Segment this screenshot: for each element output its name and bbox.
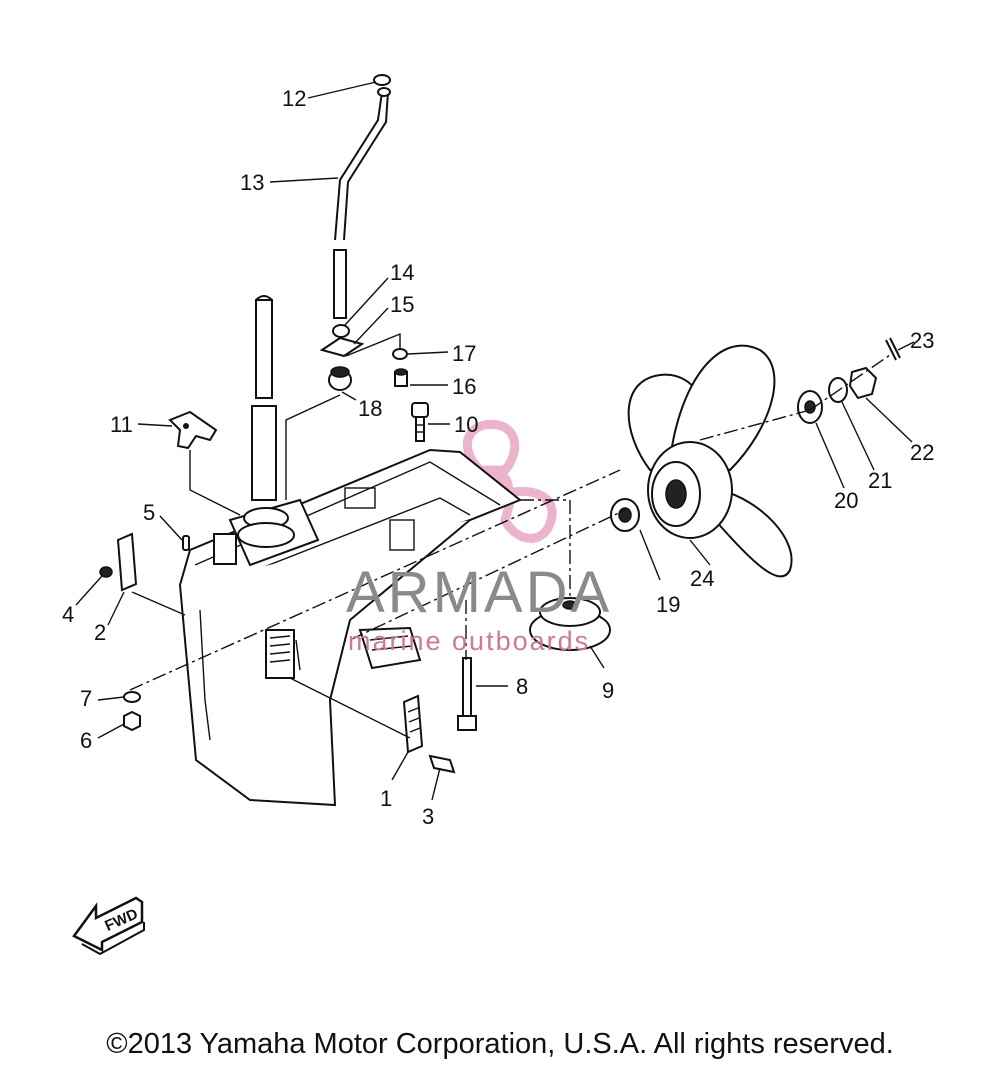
pin-5 — [182, 535, 190, 551]
callout-8: 8 — [516, 674, 528, 699]
callout-18: 18 — [358, 396, 382, 421]
leader-lines — [75, 81, 915, 801]
forward-arrow-icon: FWD — [72, 896, 145, 956]
washer-nut-6-7 — [123, 691, 141, 732]
anode-1 — [402, 694, 424, 754]
grommet-parts — [319, 324, 408, 391]
callout-5: 5 — [143, 500, 155, 525]
washer-20 — [797, 390, 823, 424]
callout-11: 11 — [110, 412, 133, 437]
callout-6: 6 — [80, 728, 92, 753]
callout-1: 1 — [380, 786, 392, 811]
callout-3: 3 — [422, 804, 434, 829]
plug-4 — [99, 566, 113, 578]
bolt-3 — [428, 754, 456, 774]
callout-24: 24 — [690, 566, 714, 591]
copyright-notice: ©2013 Yamaha Motor Corporation, U.S.A. A… — [106, 1028, 894, 1060]
nut-22 — [848, 366, 878, 400]
shift-bracket-11 — [168, 410, 218, 450]
callout-10: 10 — [454, 412, 478, 437]
callout-7: 7 — [80, 686, 92, 711]
cotter-pin-23 — [885, 337, 901, 361]
callout-19: 19 — [656, 592, 680, 617]
thrust-washer-9 — [529, 597, 611, 651]
propeller-24 — [627, 344, 793, 578]
lower-case-housing — [178, 448, 522, 807]
anode-2 — [116, 532, 138, 592]
callout-20: 20 — [834, 488, 858, 513]
callout-16: 16 — [452, 374, 476, 399]
water-tube — [333, 74, 391, 319]
callout-12: 12 — [282, 86, 306, 111]
watermark-tagline: marine outboards — [348, 626, 590, 656]
callout-14: 14 — [390, 260, 414, 285]
callout-17: 17 — [452, 341, 476, 366]
callout-21: 21 — [868, 468, 892, 493]
callout-9: 9 — [602, 678, 614, 703]
callout-13: 13 — [240, 170, 264, 195]
callout-15: 15 — [390, 292, 414, 317]
bolt-8 — [457, 657, 477, 731]
watermark-brand: ARMADA — [346, 560, 612, 625]
callout-4: 4 — [62, 602, 74, 627]
callout-2: 2 — [94, 620, 106, 645]
callout-labels: 1 2 3 4 5 6 7 8 9 10 11 12 13 14 15 16 1… — [62, 86, 934, 829]
bolt-10 — [411, 402, 429, 442]
assembly-lines — [129, 332, 891, 739]
drive-shaft — [251, 295, 277, 501]
callout-22: 22 — [910, 440, 934, 465]
callout-23: 23 — [910, 328, 934, 353]
